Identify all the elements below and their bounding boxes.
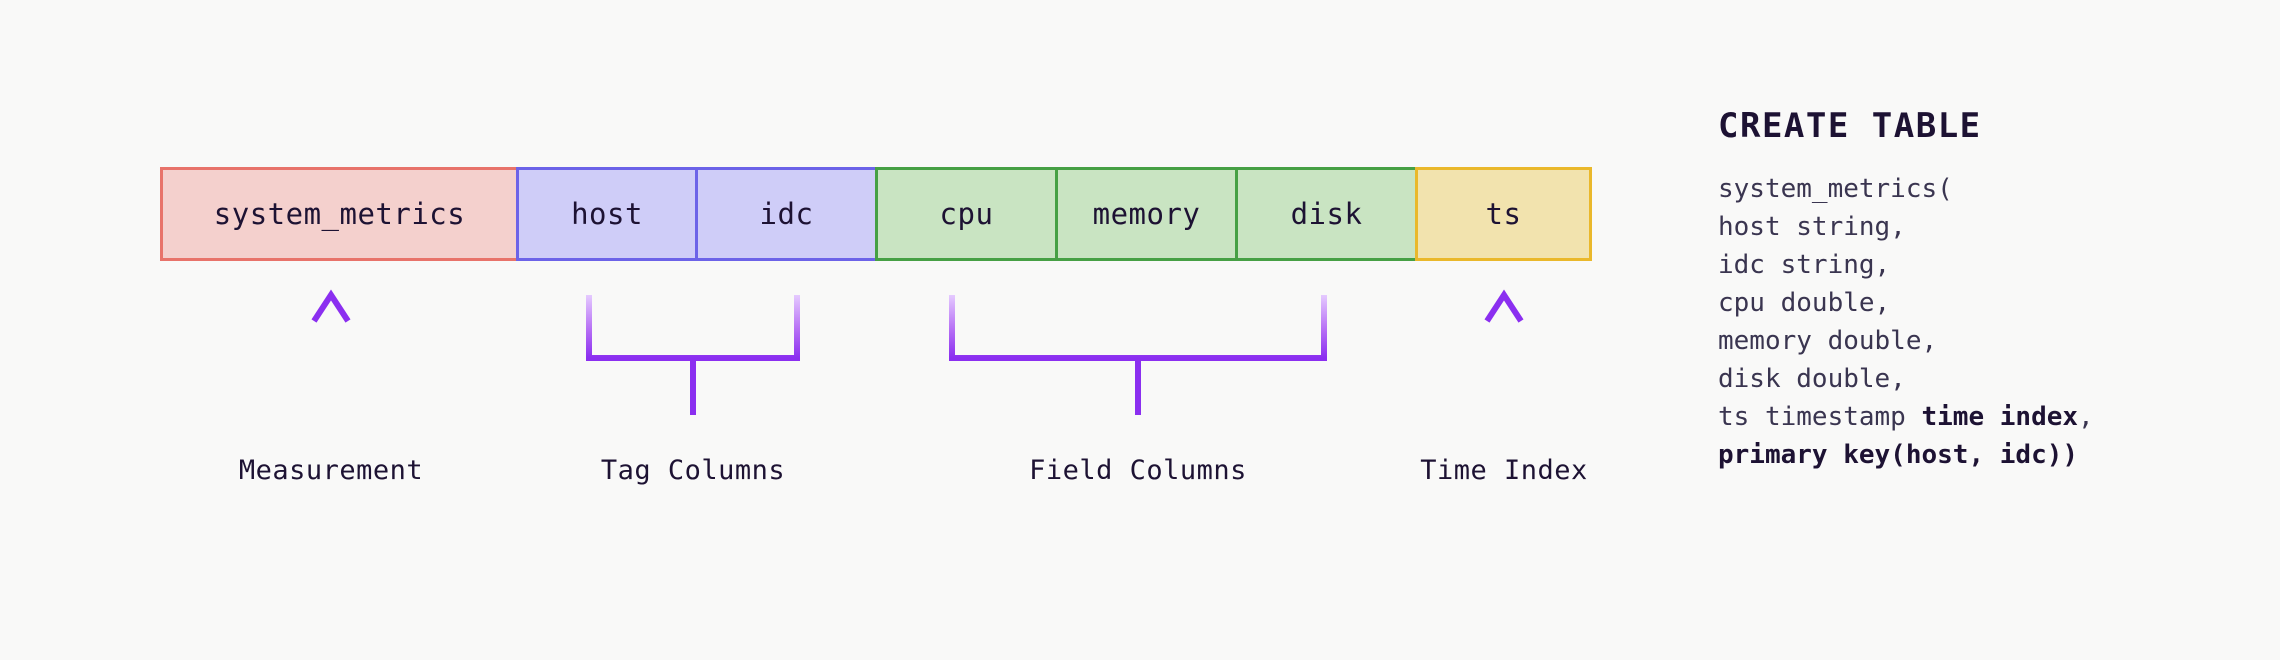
schema-cell-host: host	[516, 167, 698, 261]
schema-cell-system-metrics: system_metrics	[160, 167, 519, 261]
sql-text: host string,	[1718, 212, 1906, 242]
annotation-label-time-index: Time Index	[1420, 455, 1588, 486]
schema-cell-memory: memory	[1055, 167, 1238, 261]
sql-line: primary key(host, idc))	[1718, 436, 2094, 474]
create-table-heading: CREATE TABLE	[1718, 106, 1982, 146]
sql-text: ts timestamp	[1718, 402, 1922, 432]
sql-keyword: time index	[1921, 402, 2079, 432]
bracket-connector	[949, 295, 1327, 361]
sql-text: memory double,	[1718, 326, 1938, 356]
sql-line: system_metrics(	[1718, 170, 2094, 208]
create-table-panel: CREATE TABLE system_metrics(host string,…	[1718, 106, 2094, 474]
schema-cell-label: ts	[1485, 197, 1522, 231]
schema-strip: system_metrics host idc cpu memory disk ts	[160, 167, 1592, 261]
create-table-body: system_metrics(host string, idc string, cp…	[1718, 170, 2094, 474]
bracket-connector	[586, 295, 800, 361]
schema-cell-disk: disk	[1235, 167, 1418, 261]
schema-cell-ts: ts	[1415, 167, 1592, 261]
annotation-label-measurement: Measurement	[238, 455, 424, 486]
arrow-head	[311, 289, 351, 323]
schema-cell-label: disk	[1290, 197, 1363, 231]
annotation-label-tag-columns: Tag Columns	[600, 455, 786, 486]
sql-line: memory double,	[1718, 322, 2094, 360]
sql-text: idc string,	[1718, 250, 1891, 280]
arrow-head	[1484, 289, 1524, 323]
schema-cell-label: system_metrics	[213, 197, 466, 231]
sql-line: disk double,	[1718, 360, 2094, 398]
sql-text: system_metrics(	[1718, 174, 1953, 204]
sql-keyword: primary key(host, idc))	[1718, 440, 2079, 470]
sql-text: disk double,	[1718, 364, 1906, 394]
sql-line: cpu double,	[1718, 284, 2094, 322]
annotation-label-field-columns: Field Columns	[1029, 455, 1247, 486]
sql-line: ts timestamp time index,	[1718, 398, 2094, 436]
schema-cell-label: host	[571, 197, 643, 231]
sql-text: cpu double,	[1718, 288, 1891, 318]
schema-cell-idc: idc	[695, 167, 878, 261]
sql-text-tail: ,	[2078, 402, 2094, 432]
schema-cell-cpu: cpu	[875, 167, 1058, 261]
sql-line: idc string,	[1718, 246, 2094, 284]
schema-cell-label: idc	[759, 197, 814, 231]
schema-cell-label: cpu	[939, 197, 994, 231]
sql-line: host string,	[1718, 208, 2094, 246]
schema-cell-label: memory	[1092, 197, 1201, 231]
